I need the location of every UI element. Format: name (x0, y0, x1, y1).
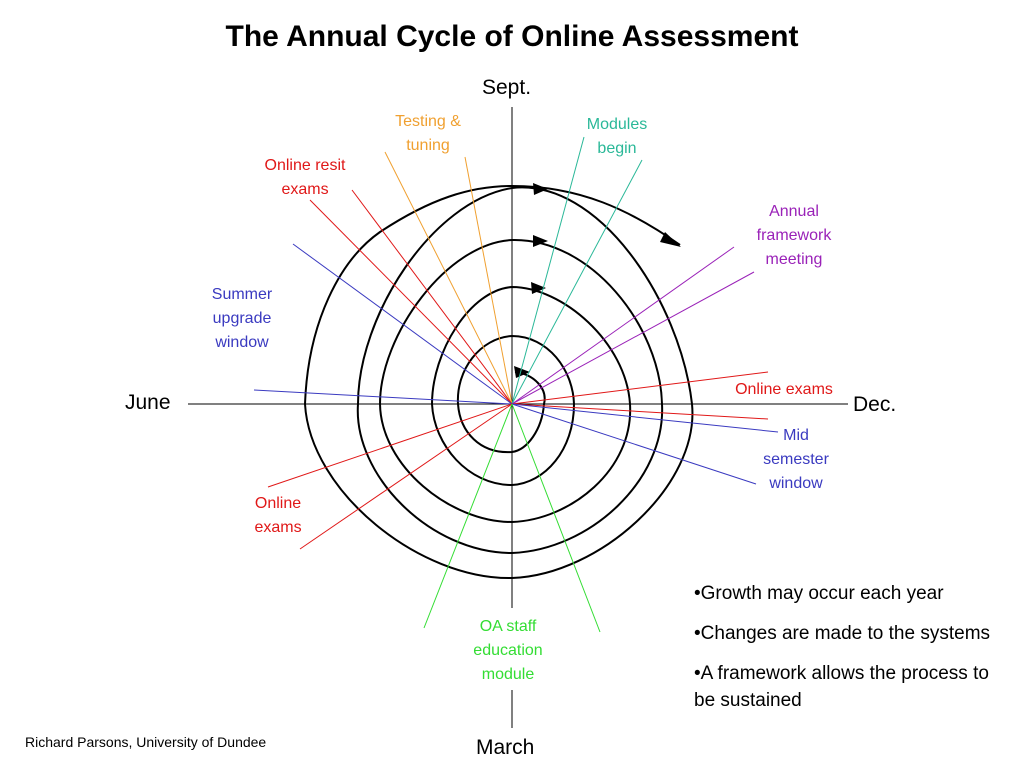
axis-label-june: June (125, 391, 171, 414)
modules-lines (511, 136, 643, 405)
label-online-resit-exams: Online resit exams (264, 157, 346, 198)
framework-lines (511, 246, 755, 405)
bullet-item: •Changes are made to the systems (694, 623, 991, 644)
mid-semester-lines (511, 403, 779, 485)
bullet-item: •A framework allows the process to be su… (694, 663, 989, 711)
online-exams-right-lines (511, 371, 769, 420)
footer-credit: Richard Parsons, University of Dundee (25, 734, 267, 750)
axis-label-dec: Dec. (853, 393, 897, 416)
bullet-item: •Growth may occur each year (694, 583, 944, 604)
online-exams-left-lines (267, 403, 513, 550)
axis-label-march: March (476, 736, 535, 759)
spiral-arrow-2 (533, 235, 548, 247)
label-summer-upgrade-window: Summer upgrade window (211, 286, 273, 351)
bullet-list: •Growth may occur each year •Changes are… (694, 580, 1014, 727)
label-online-exams-right: Online exams (735, 381, 833, 398)
page-title: The Annual Cycle of Online Assessment (225, 20, 799, 53)
testing-lines (384, 151, 513, 405)
spiral-arrow-3 (531, 282, 546, 294)
label-online-exams-left: Online exams (254, 495, 302, 536)
label-testing-tuning: Testing & tuning (395, 113, 461, 154)
resit-lines (309, 189, 513, 405)
summer-lines (253, 243, 513, 405)
label-mid-semester-window: Mid semester window (763, 427, 829, 492)
staff-education-lines (423, 403, 601, 633)
spiral-arrow-4 (514, 366, 530, 378)
label-oa-staff-education-module: OA staff education module (473, 618, 543, 683)
spiral-arrow-end (660, 232, 681, 247)
axis-label-sept: Sept. (482, 76, 532, 99)
spiral-arrow-1 (533, 183, 548, 195)
label-annual-framework-meeting: Annual framework meeting (756, 203, 832, 268)
growth-spiral (303, 184, 694, 580)
label-modules-begin: Modules begin (586, 116, 648, 157)
